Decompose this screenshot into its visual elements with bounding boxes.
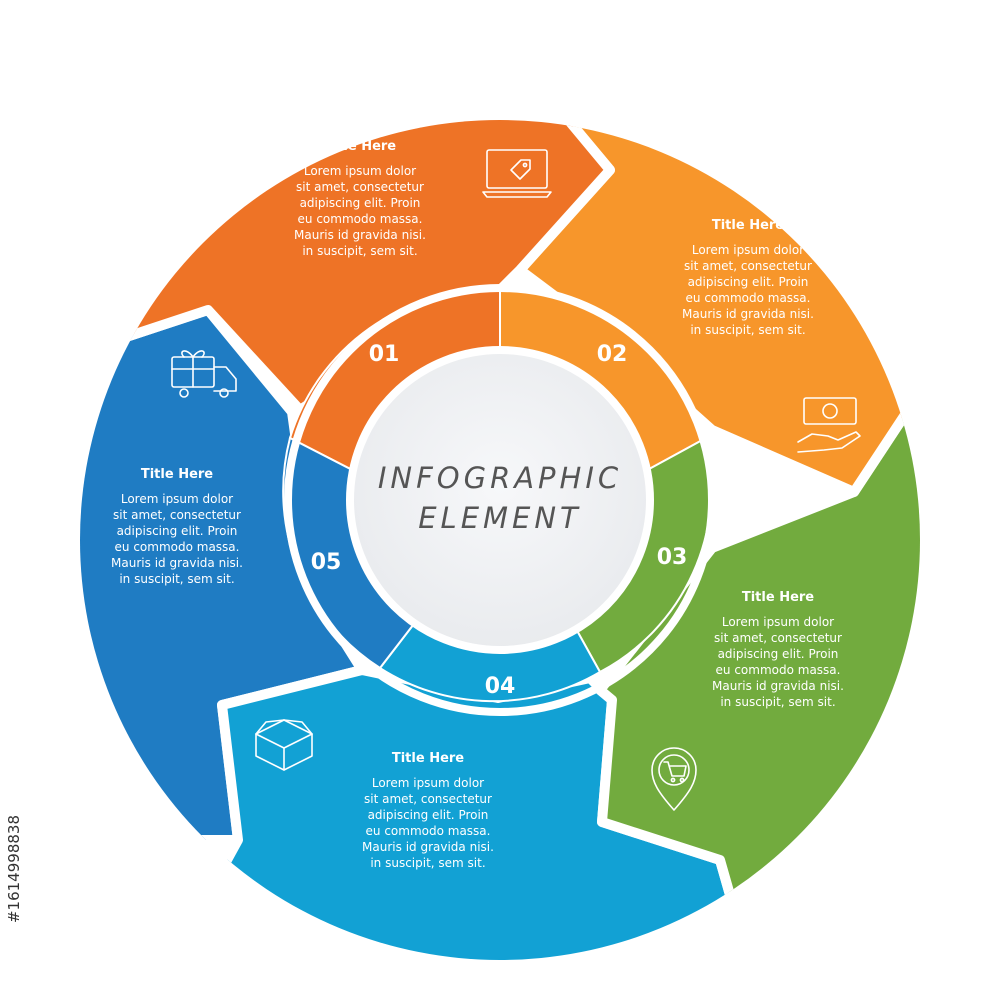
- segment-1-title: Title Here: [324, 139, 396, 154]
- segment-2-body-line: Mauris id gravida nisi.: [682, 307, 814, 321]
- segment-3-body-line: Lorem ipsum dolor: [722, 615, 834, 629]
- segment-3-text: Title Here Lorem ipsum dolor sit amet, c…: [712, 590, 844, 709]
- segment-3-body-line: eu commodo massa.: [716, 663, 841, 677]
- segment-3-body-line: sit amet, consectetur: [714, 631, 842, 645]
- segment-5-body-line: adipiscing elit. Proin: [117, 524, 238, 538]
- segment-4-body-line: adipiscing elit. Proin: [368, 808, 489, 822]
- segment-2-title: Title Here: [712, 218, 784, 233]
- segment-5-body-line: eu commodo massa.: [115, 540, 240, 554]
- segment-4-text: Title Here Lorem ipsum dolor sit amet, c…: [362, 751, 494, 870]
- segment-2-body-line: in suscipit, sem sit.: [690, 323, 805, 337]
- segment-5-body-line: sit amet, consectetur: [113, 508, 241, 522]
- laptop-tag-icon: [482, 149, 552, 198]
- segment-1-body-line: in suscipit, sem sit.: [302, 244, 417, 258]
- ring-outline: [284, 284, 716, 716]
- segment-1-body-line: adipiscing elit. Proin: [300, 196, 421, 210]
- segment-2-body-line: adipiscing elit. Proin: [688, 275, 809, 289]
- center-circle: [346, 346, 654, 654]
- step-number-1: 01: [369, 342, 400, 367]
- hand-money-icon: [797, 397, 861, 453]
- segment-3-body-line: adipiscing elit. Proin: [718, 647, 839, 661]
- stock-id-text: #1614998838: [5, 815, 23, 924]
- segment-2-body-line: eu commodo massa.: [686, 291, 811, 305]
- segment-2-text: Title Here Lorem ipsum dolor sit amet, c…: [682, 218, 814, 337]
- step-number-5: 05: [311, 550, 342, 575]
- open-box-icon: [255, 719, 313, 771]
- segment-3-body-line: in suscipit, sem sit.: [720, 695, 835, 709]
- center-title-line2: ELEMENT: [418, 501, 582, 535]
- segment-3-title: Title Here: [742, 590, 814, 605]
- segment-4-body-line: in suscipit, sem sit.: [370, 856, 485, 870]
- segment-5-text: Title Here Lorem ipsum dolor sit amet, c…: [111, 467, 243, 586]
- shopping-cart-pin-icon: [651, 747, 697, 811]
- stock-id-watermark: #1614998838: [4, 750, 26, 1000]
- step-number-3: 03: [657, 545, 688, 570]
- gift-truck-icon: [171, 350, 237, 398]
- segment-5-title: Title Here: [141, 467, 213, 482]
- segment-4-body-line: Lorem ipsum dolor: [372, 776, 484, 790]
- segment-4-title: Title Here: [392, 751, 464, 766]
- segment-1-body-line: Lorem ipsum dolor: [304, 164, 416, 178]
- center-title-line1: INFOGRAPHIC: [378, 461, 622, 495]
- segment-1-body-line: sit amet, consectetur: [296, 180, 424, 194]
- segment-5-body-line: Mauris id gravida nisi.: [111, 556, 243, 570]
- step-number-2: 02: [597, 342, 628, 367]
- segment-5-body-line: in suscipit, sem sit.: [119, 572, 234, 586]
- segment-1-text: Title Here Lorem ipsum dolor sit amet, c…: [294, 139, 426, 258]
- segment-1-body-line: Mauris id gravida nisi.: [294, 228, 426, 242]
- segment-4-body-line: eu commodo massa.: [366, 824, 491, 838]
- step-number-4: 04: [485, 674, 516, 699]
- segment-2-body-line: sit amet, consectetur: [684, 259, 812, 273]
- segment-4-body-line: sit amet, consectetur: [364, 792, 492, 806]
- segment-3-body-line: Mauris id gravida nisi.: [712, 679, 844, 693]
- segment-1-body-line: eu commodo massa.: [298, 212, 423, 226]
- segment-2-body-line: Lorem ipsum dolor: [692, 243, 804, 257]
- segment-4-body-line: Mauris id gravida nisi.: [362, 840, 494, 854]
- segment-5-body-line: Lorem ipsum dolor: [121, 492, 233, 506]
